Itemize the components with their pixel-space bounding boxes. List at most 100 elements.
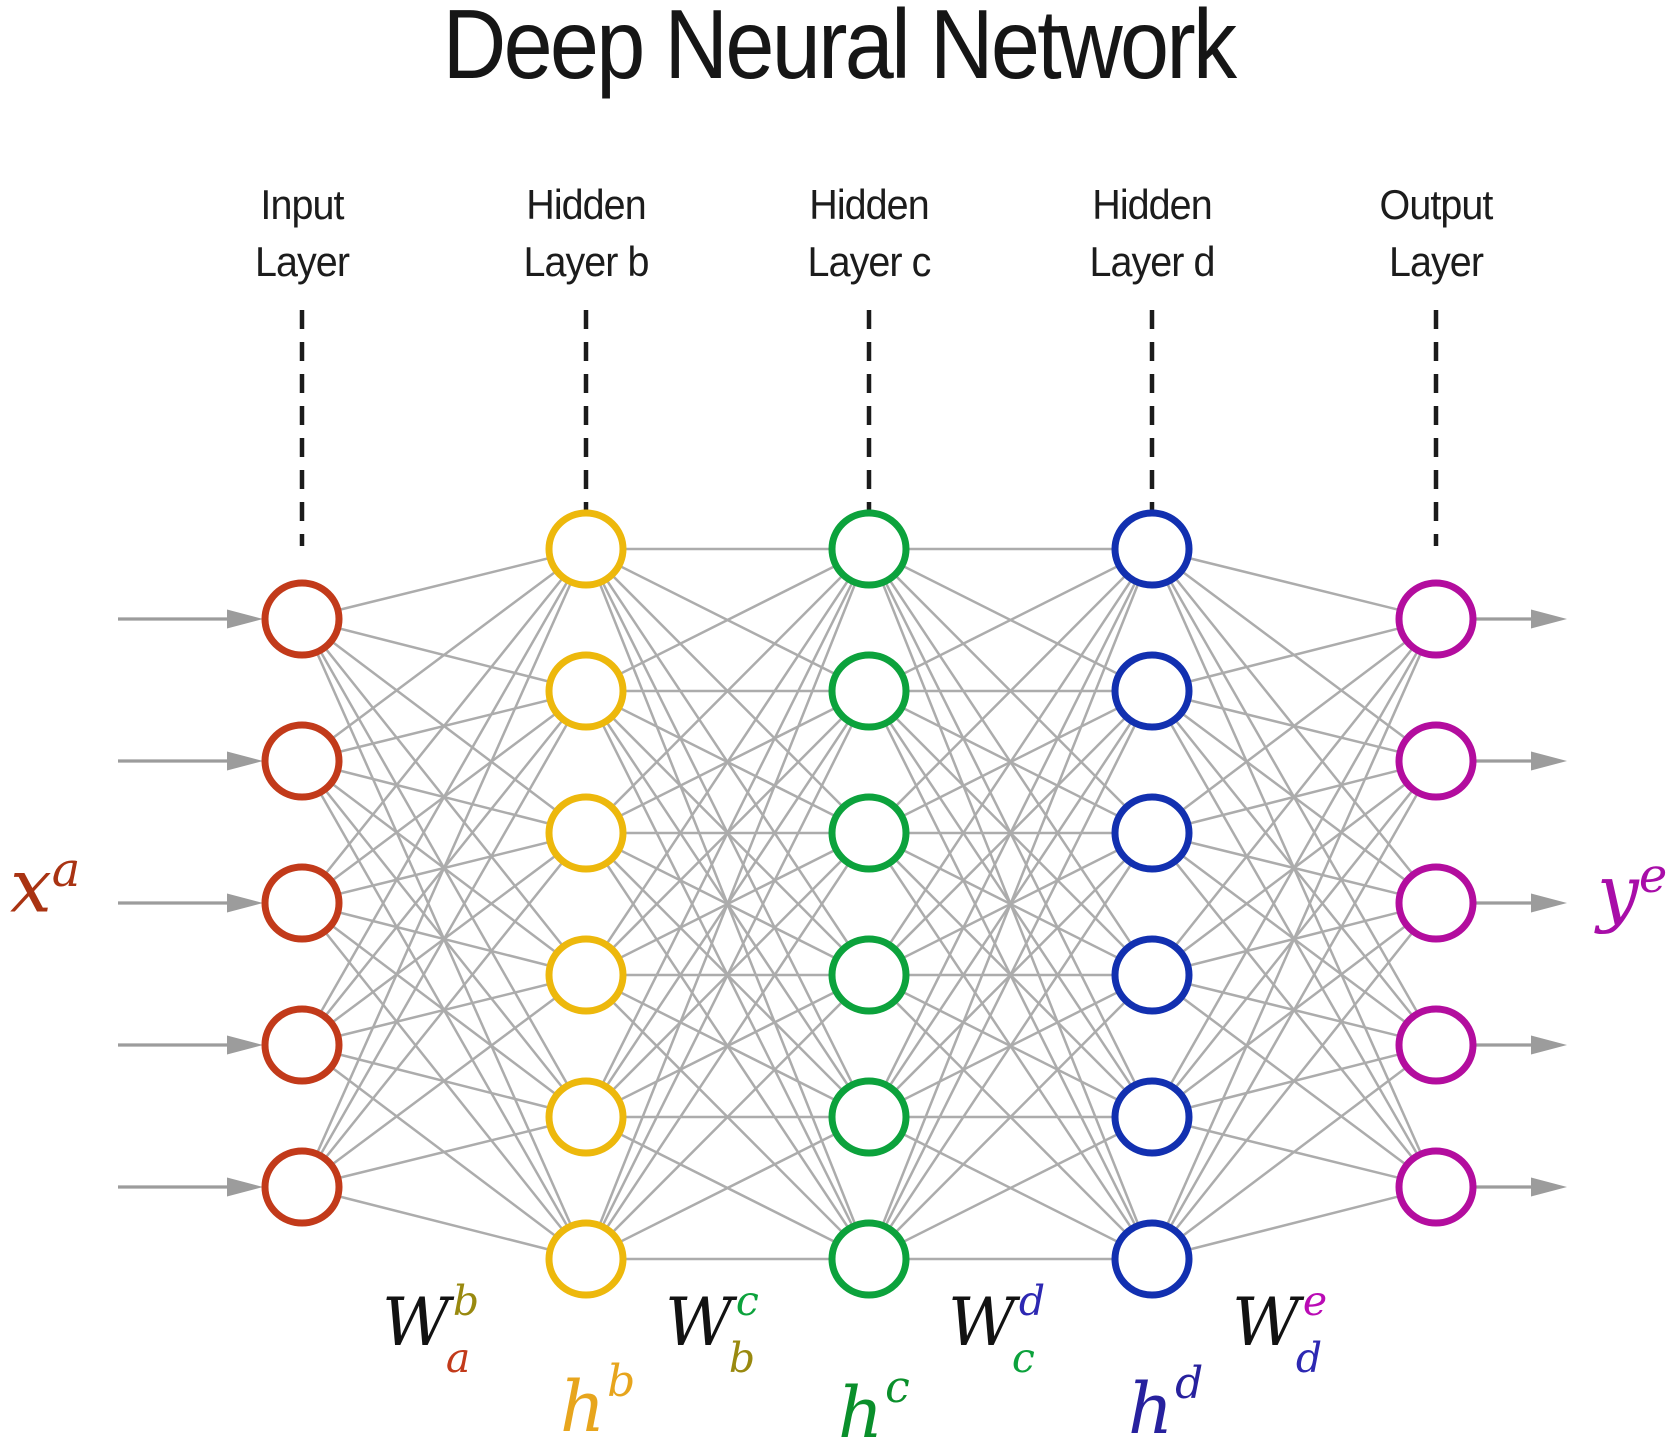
input-arrow-head	[227, 751, 263, 771]
connection-line	[1151, 618, 1437, 834]
connection-line	[868, 974, 1153, 1260]
node-hidden-d	[1111, 509, 1193, 589]
node-input	[261, 1005, 343, 1085]
activation-superscript: c	[885, 1362, 910, 1413]
node-hidden-c	[828, 793, 910, 873]
weight-base: W	[948, 1284, 1016, 1361]
node-hidden-c	[828, 1219, 910, 1299]
node-input	[261, 579, 343, 659]
node-input	[261, 721, 343, 801]
input-arrow-head	[227, 609, 263, 629]
activation-base: h	[1128, 1368, 1174, 1450]
connection-line	[300, 548, 588, 1046]
node-output	[1395, 721, 1477, 801]
node-hidden-b	[545, 651, 627, 731]
connection-line	[300, 548, 588, 1188]
activation-superscript: d	[1175, 1358, 1204, 1409]
weight-superscript: e	[1302, 1277, 1328, 1325]
connection-line	[585, 547, 870, 693]
connection-line	[1151, 1044, 1437, 1260]
activation-base: h	[560, 1366, 606, 1448]
node-hidden-b	[545, 1219, 627, 1299]
output-variable-label: ye	[1597, 852, 1667, 930]
input-variable-superscript: a	[51, 842, 81, 898]
node-hidden-b	[545, 509, 627, 589]
weight-base: W	[665, 1284, 733, 1361]
layer-label-line: Layer	[254, 238, 350, 285]
node-output	[1395, 863, 1477, 943]
connection-line	[1151, 547, 1437, 621]
layer-label-line: Layer b	[523, 238, 649, 285]
connection-line	[584, 548, 871, 1118]
layer-label-line: Layer	[1388, 238, 1484, 285]
node-hidden-c	[828, 1077, 910, 1157]
connection-line	[1150, 618, 1438, 1260]
node-hidden-d	[1111, 1219, 1193, 1299]
connection-line	[585, 548, 870, 834]
connection-line	[1150, 618, 1438, 1118]
node-hidden-c	[828, 509, 910, 589]
layer-label-line: Hidden	[809, 181, 929, 228]
input-variable-label: xa	[10, 846, 80, 924]
connection-line	[301, 547, 587, 763]
connection-line	[868, 1115, 1153, 1261]
output-variable-base: y	[1597, 849, 1639, 936]
node-output	[1395, 579, 1477, 659]
connection-line	[584, 832, 871, 1260]
connection-line	[1150, 760, 1438, 1260]
weight-subscript: c	[1011, 1334, 1035, 1382]
layer-label-line: Hidden	[1092, 181, 1212, 228]
output-variable-superscript: e	[1638, 848, 1668, 904]
node-hidden-b	[545, 793, 627, 873]
weight-subscript: a	[445, 1334, 471, 1382]
node-hidden-d	[1111, 935, 1193, 1015]
input-arrow-head	[227, 893, 263, 913]
connection-line	[301, 547, 587, 621]
weight-superscript: b	[452, 1277, 480, 1325]
weight-subscript: d	[1295, 1334, 1323, 1382]
node-input	[261, 1147, 343, 1227]
node-input	[261, 863, 343, 943]
connection-line	[868, 547, 1153, 693]
node-hidden-d	[1111, 793, 1193, 873]
connection-line	[301, 1185, 587, 1261]
node-hidden-b	[545, 1077, 627, 1157]
connection-line	[585, 974, 870, 1260]
connection-line	[867, 690, 1154, 1260]
output-arrow-head	[1531, 751, 1567, 771]
node-hidden-d	[1111, 1077, 1193, 1157]
output-arrow-head	[1531, 609, 1567, 629]
connection-line	[868, 548, 1153, 834]
connection-line	[584, 548, 871, 976]
layer-label-line: Input	[260, 181, 344, 228]
weight-base: W	[1232, 1284, 1300, 1361]
node-hidden-b	[545, 935, 627, 1015]
output-arrow-head	[1531, 1035, 1567, 1055]
connection-line	[867, 832, 1154, 1260]
weight-base: W	[382, 1284, 450, 1361]
node-output	[1395, 1005, 1477, 1085]
weight-superscript: d	[1018, 1277, 1046, 1325]
connection-line	[1151, 902, 1437, 1260]
node-hidden-c	[828, 935, 910, 1015]
connection-line	[867, 548, 1154, 1118]
connection-line	[1151, 617, 1437, 693]
connection-line	[585, 1115, 870, 1261]
node-hidden-d	[1111, 651, 1193, 731]
connection-line	[300, 690, 588, 1188]
connection-line	[867, 548, 1154, 1260]
